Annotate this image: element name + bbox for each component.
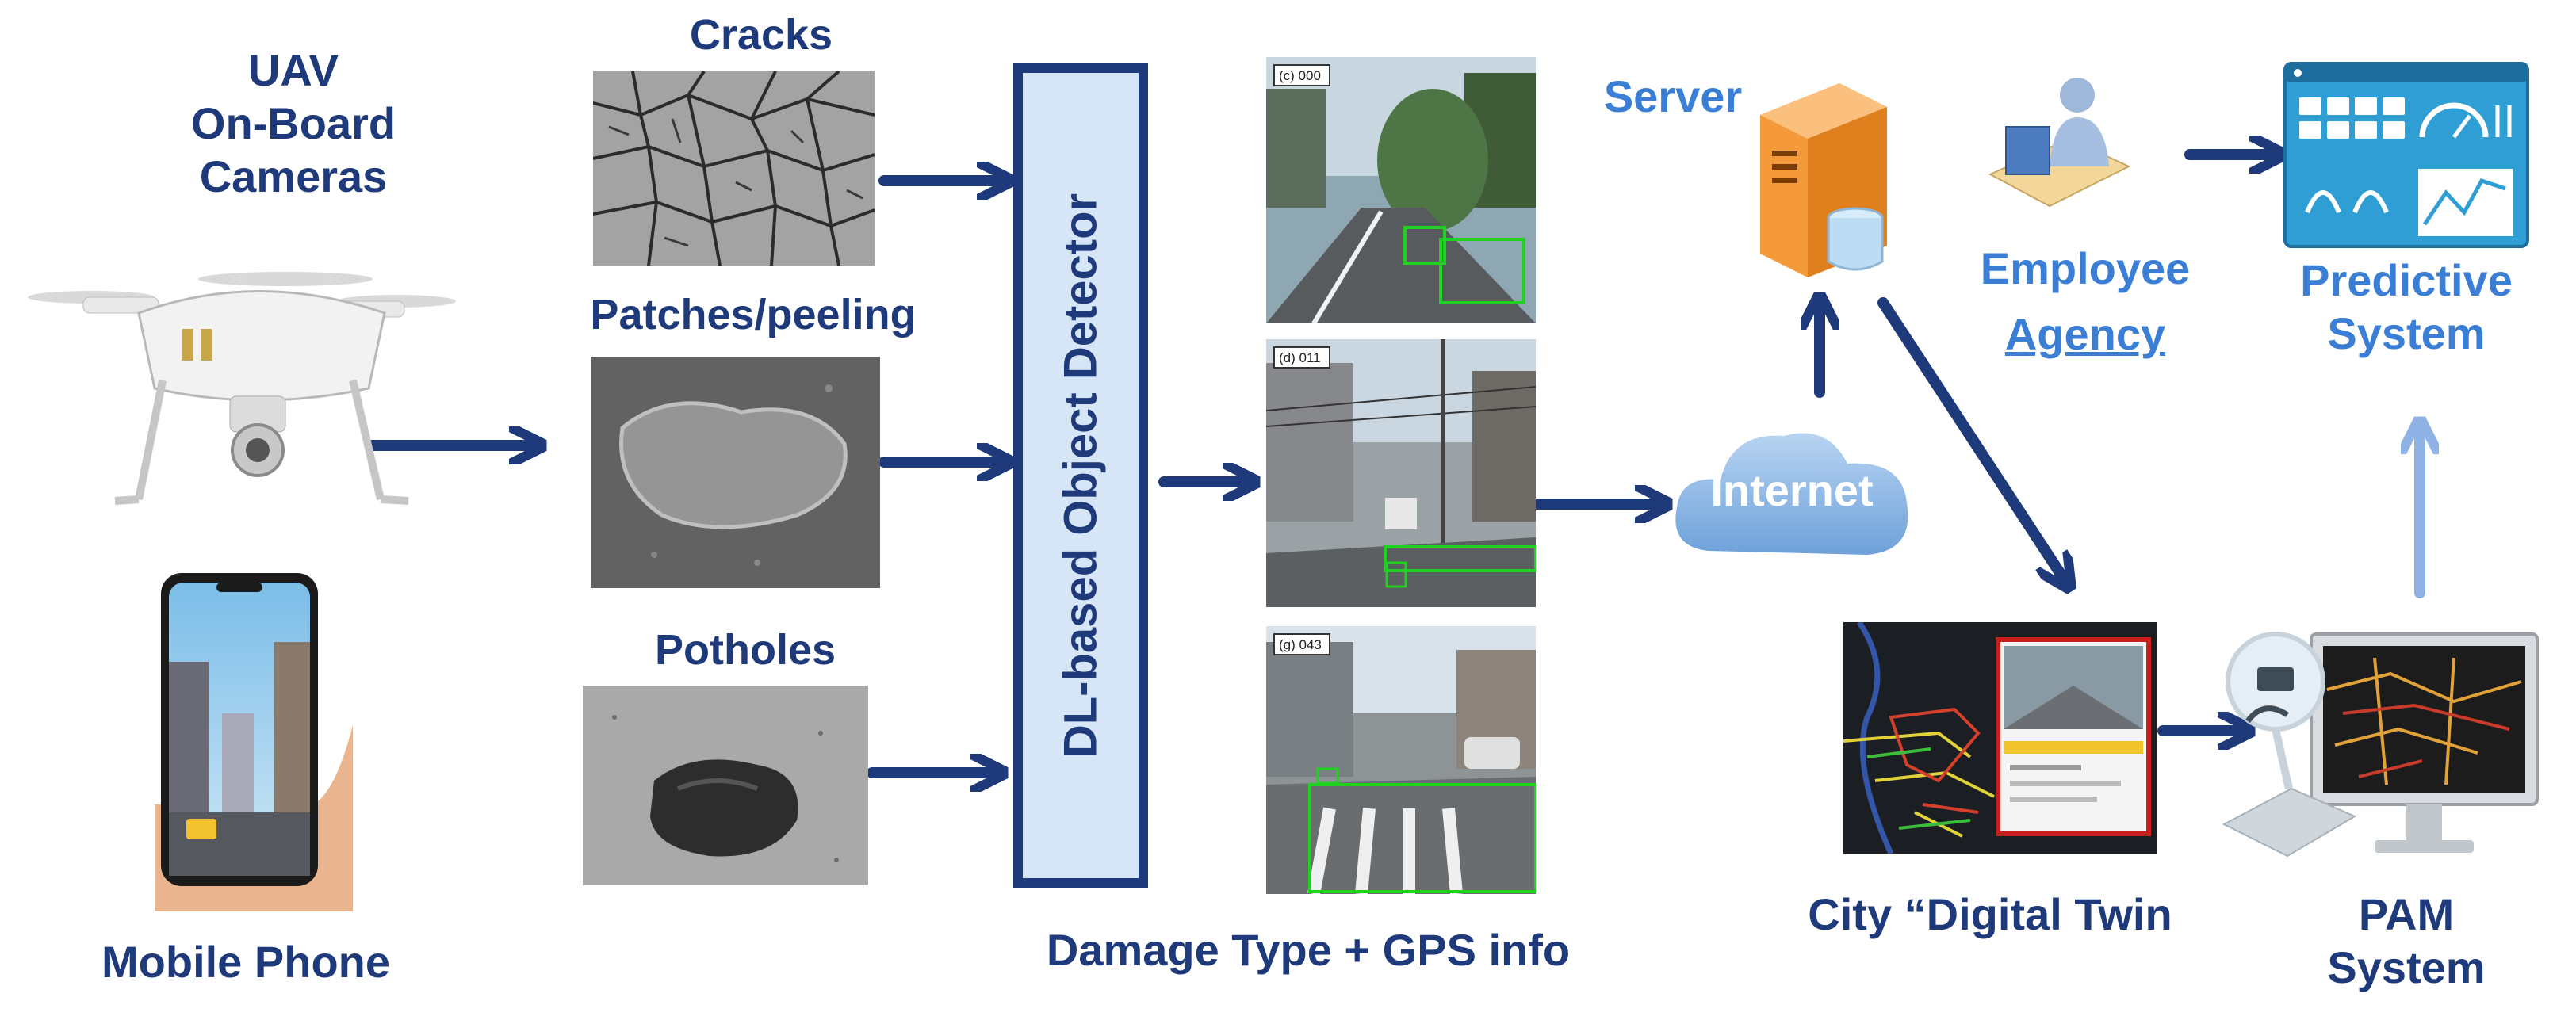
drone-body — [137, 290, 386, 402]
pam-monitor-icon — [2222, 632, 2539, 858]
arrow-server-to-twin — [1877, 297, 2068, 585]
gold-stripe-2 — [201, 329, 212, 361]
server-label: Server — [1603, 71, 1743, 121]
employee-label: Employee — [1980, 243, 2191, 293]
landing-gear-right — [349, 379, 409, 505]
city-digital-twin-label: City “Digital Twin — [1808, 889, 2172, 939]
server-drive-2 — [1772, 164, 1797, 170]
potholes-label: Potholes — [654, 626, 836, 674]
patches-photo — [591, 357, 880, 588]
patches-label: Patches/peeling — [590, 291, 917, 338]
landing-gear-left — [114, 380, 167, 505]
predictive-dashboard-icon — [2283, 62, 2529, 248]
agency-link[interactable]: Agency — [2004, 309, 2166, 359]
taxi — [186, 819, 216, 839]
object-detector-box: DL-based Object Detector — [1013, 63, 1148, 888]
cracks-label: Cracks — [689, 11, 833, 59]
internet-cloud-icon — [1675, 433, 1908, 555]
building-right — [274, 642, 310, 844]
frame-id-3: (g) 043 — [1279, 637, 1322, 652]
frame-id-2: (d) 011 — [1279, 350, 1321, 365]
camera-lens-inner — [246, 438, 270, 462]
server-drive-3 — [1772, 178, 1797, 183]
employee-agency-icon — [1988, 78, 2131, 208]
server-drive-1 — [1772, 151, 1797, 156]
detection-frame-1: (c) 000 — [1266, 57, 1536, 323]
mobile-phone-photo — [155, 573, 353, 911]
phone-notch — [216, 583, 262, 592]
potholes-photo — [583, 686, 868, 885]
object-detector-label: DL-based Object Detector — [1055, 193, 1107, 758]
detections-caption: Damage Type + GPS info — [1046, 925, 1571, 975]
city-digital-twin-map — [1843, 622, 2157, 854]
mobile-phone-label: Mobile Phone — [101, 937, 390, 987]
internet-label: Internet — [1710, 465, 1874, 515]
uav-cameras-label: UAV On-Board Cameras — [190, 45, 396, 202]
gold-stripe-1 — [182, 329, 193, 361]
rotor-center — [198, 272, 373, 286]
frame-id-1: (c) 000 — [1279, 68, 1321, 83]
database-icon — [1827, 218, 1884, 271]
predictive-system-label: Predictive System — [2300, 255, 2513, 359]
server-icon — [1760, 83, 1887, 277]
detection-frame-3: (g) 043 — [1266, 626, 1536, 894]
detection-frame-2: (d) 011 — [1266, 339, 1536, 607]
drone-illustration — [28, 272, 456, 505]
rotor-arm-left — [82, 296, 159, 314]
pam-system-label: PAM System — [2327, 889, 2486, 993]
cracks-photo — [593, 71, 875, 266]
